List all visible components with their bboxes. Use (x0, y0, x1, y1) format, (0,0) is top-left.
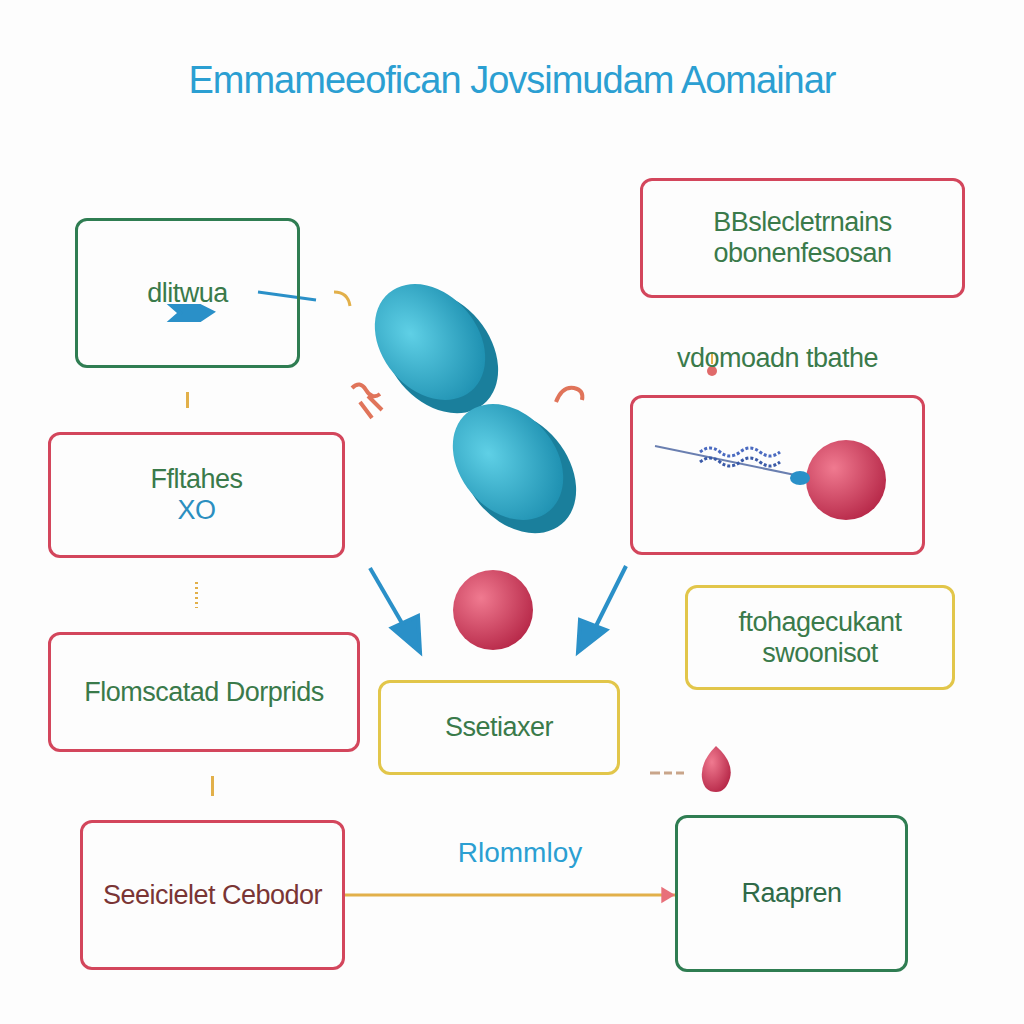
box-label: BBslecletrnains obonenfesosan (655, 207, 950, 269)
title-block: Emmameeofican Jovsimudam Aomainar (0, 58, 1024, 102)
process-box: dlitwua (75, 218, 300, 368)
ball (453, 570, 533, 650)
connector (345, 887, 675, 903)
box-label: XO (177, 495, 215, 526)
process-box: Seeicielet Cebodor (80, 820, 345, 970)
process-box: FfltahesXO (48, 432, 345, 558)
process-box: Ssetiaxer (378, 680, 620, 775)
image-panel: vdomoadn tbathe (630, 395, 925, 555)
squiggle (334, 292, 582, 418)
box-label: Raapren (741, 878, 841, 909)
connector (196, 582, 197, 608)
diagram-title: Emmameeofican Jovsimudam Aomainar (172, 58, 852, 102)
box-label: dlitwua (147, 278, 228, 309)
process-box: Flomscatad Dorprids (48, 632, 360, 752)
box-label: Flomscatad Dorprids (84, 677, 324, 708)
box-label: Ffltahes (150, 464, 242, 495)
edge-label: Rlommloy (455, 837, 585, 869)
connector (187, 392, 188, 408)
box-label: Seeicielet Cebodor (103, 880, 322, 911)
cell-figure (655, 440, 886, 520)
process-box: Raapren (675, 815, 908, 972)
box-label: Ssetiaxer (445, 712, 553, 743)
box-label: ftohagecukant swoonisot (700, 607, 940, 669)
connector (212, 776, 213, 796)
process-box: ftohagecukant swoonisot (685, 585, 955, 690)
process-box: BBslecletrnains obonenfesosan (640, 178, 965, 298)
droplet (650, 352, 731, 792)
capsule (352, 262, 600, 556)
panel-heading: vdomoadn tbathe (677, 343, 878, 374)
